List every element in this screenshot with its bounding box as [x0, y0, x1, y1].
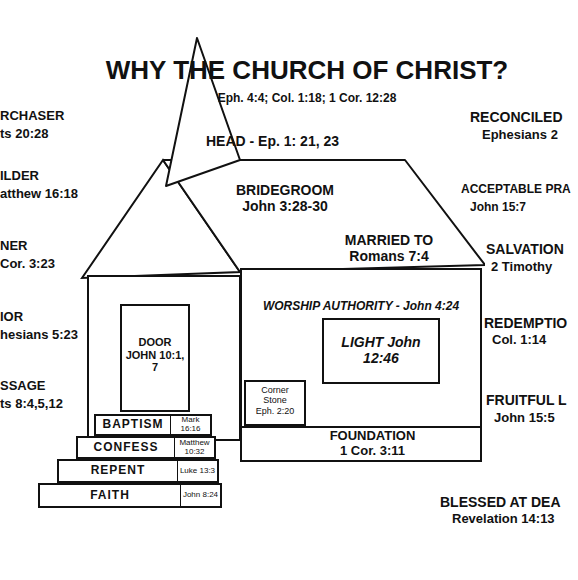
subtitle-references: Eph. 4:4; Col. 1:18; 1 Cor. 12:28 [36, 92, 578, 106]
verse-label: ts 8:4,5,12 [0, 397, 63, 412]
verse-label: Col. 1:14 [492, 333, 546, 348]
step: FAITHJohn 8:24 [38, 483, 222, 508]
window: LIGHT John 12:46 [322, 318, 440, 384]
blessing-label: FRUITFUL L [486, 392, 567, 408]
verse-label: 2 Timothy [491, 260, 552, 275]
step-label: REPENT [59, 461, 177, 481]
verse-label: atthew 16:18 [0, 187, 78, 202]
blessing-label: RECONCILED [470, 109, 563, 125]
door-text: DOOR JOHN 10:1, 7 [122, 336, 188, 374]
blessing-label: ACCEPTABLE PRA [461, 183, 571, 197]
wall-heading: WORSHIP AUTHORITY - John 4:24 [244, 300, 478, 314]
role-label: ILDER [0, 169, 39, 184]
front-face [88, 276, 240, 440]
step-verse: John 8:24 [180, 485, 220, 506]
roof-outline [163, 158, 485, 274]
role-label: NER [0, 239, 27, 254]
step-label: CONFESS [78, 438, 174, 457]
step-verse: Luke 13:3 [177, 461, 217, 481]
role-label: SSAGE [0, 379, 46, 394]
role-label: RCHASER [0, 109, 64, 124]
step: CONFESSMatthew 10:32 [76, 436, 216, 459]
role-label: IOR [0, 310, 23, 325]
door: DOOR JOHN 10:1, 7 [120, 304, 190, 412]
step: BAPTISMMark 16:16 [94, 414, 212, 436]
verse-label: John 15:7 [470, 201, 526, 215]
head-label: HEAD - Ep. 1: 21, 23 [206, 133, 339, 149]
roof: BRIDEGROOM John 3:28-30MARRIED TO Romans… [163, 158, 485, 274]
side-wall: WORSHIP AUTHORITY - John 4:24LIGHT John … [240, 268, 482, 428]
foundation-text: FOUNDATION 1 Cor. 3:11 [325, 429, 420, 459]
corner-stone: Corner Stone Eph. 2:20 [244, 380, 306, 426]
blessing-label: BLESSED AT DEA [440, 494, 561, 510]
blessing-label: REDEMPTIO [484, 315, 567, 331]
step-label: FAITH [40, 485, 180, 506]
roof-shape [163, 160, 485, 272]
verse-label: hesians 5:23 [0, 328, 78, 343]
corner-stone-text: Corner Stone Eph. 2:20 [253, 385, 297, 416]
verse-label: Cor. 3:23 [0, 257, 55, 272]
verse-label: Revelation 14:13 [452, 512, 555, 527]
blessing-label: SALVATION [486, 241, 564, 257]
window-text: LIGHT John 12:46 [341, 334, 421, 366]
foundation: FOUNDATION 1 Cor. 3:11 [240, 426, 482, 462]
diagram-title: WHY THE CHURCH OF CHRIST? [36, 56, 578, 86]
verse-label: John 15:5 [494, 411, 555, 426]
verse-label: Ephesians 2 [482, 128, 558, 143]
roof-text: MARRIED TO Romans 7:4 [333, 232, 445, 264]
roof-text: BRIDEGROOM John 3:28-30 [223, 182, 347, 214]
step: REPENTLuke 13:3 [57, 459, 219, 483]
step-verse: Matthew 10:32 [174, 438, 214, 457]
step-verse: Mark 16:16 [170, 416, 210, 434]
step-label: BAPTISM [96, 416, 170, 434]
verse-label: ts 20:28 [0, 127, 48, 142]
